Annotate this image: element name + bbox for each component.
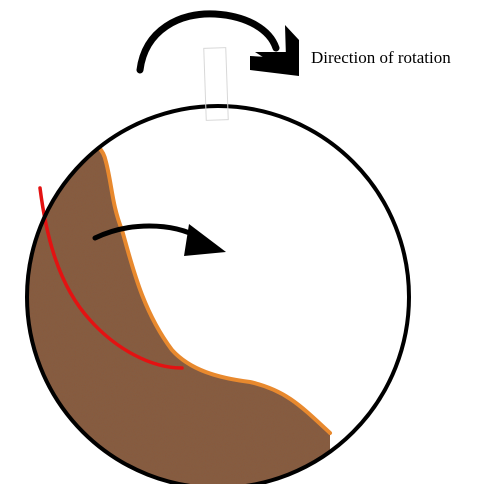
material-bed (0, 120, 330, 484)
faint-rectangle-marker (204, 48, 228, 121)
rotation-arrow-icon (140, 14, 299, 76)
granular-material (0, 120, 330, 484)
rotation-direction-label: Direction of rotation (311, 48, 451, 67)
